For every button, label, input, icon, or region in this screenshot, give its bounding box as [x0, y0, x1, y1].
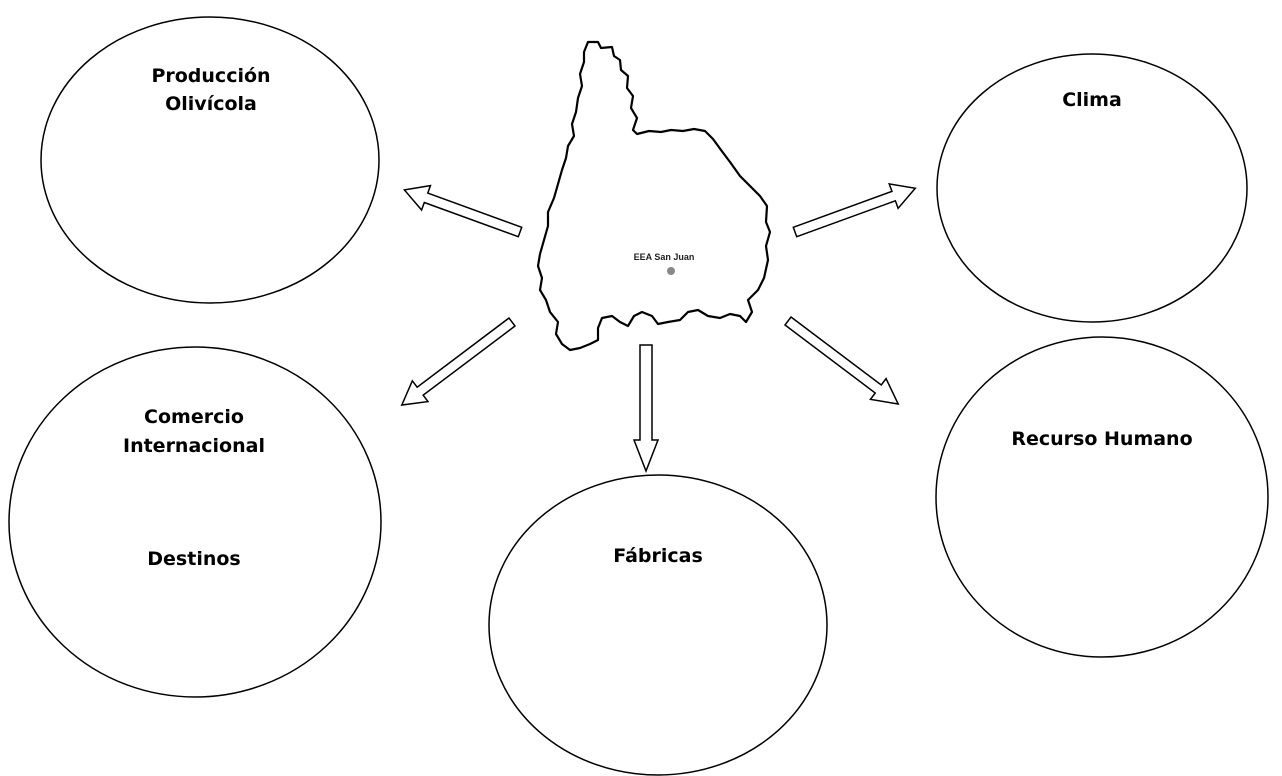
province-map-outline [536, 40, 772, 352]
recurso-label: Recurso Humano [1011, 428, 1192, 450]
comercio-label-line1: Comercio [144, 406, 244, 428]
node-recurso-humano [935, 336, 1269, 658]
fabricas-label: Fábricas [613, 545, 703, 567]
node-fabricas [488, 474, 828, 776]
node-produccion-olivicola [40, 16, 380, 304]
arrow-to-recurso [783, 315, 900, 406]
clima-label: Clima [1062, 89, 1122, 111]
node-comercio-internacional [8, 346, 382, 698]
eea-location-marker [667, 267, 675, 275]
map-label: EEA San Juan [634, 252, 695, 262]
arrow-to-clima [792, 182, 917, 238]
produccion-label-line1: Producción [151, 65, 270, 87]
comercio-label-line3: Destinos [147, 548, 240, 570]
arrow-to-fabricas [632, 344, 660, 474]
produccion-label-line2: Olivícola [165, 93, 257, 115]
node-clima [936, 53, 1248, 323]
comercio-label-line2: Internacional [123, 435, 265, 457]
arrow-to-produccion [402, 184, 523, 238]
arrow-to-comercio [400, 316, 517, 406]
